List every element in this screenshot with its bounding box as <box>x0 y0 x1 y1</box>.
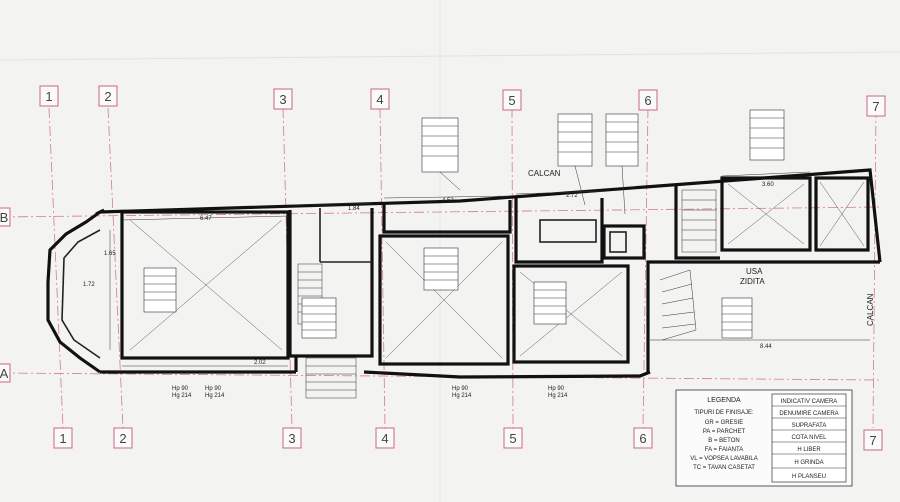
stairs <box>297 189 717 399</box>
legend-finish: TC = TAVAN CASETAT <box>693 465 755 471</box>
opening-hp: Hp 90 <box>172 386 189 392</box>
zidita-label: ZIDITA <box>740 277 765 286</box>
calcan-right-label: CALCAN <box>866 293 875 326</box>
legend-key-item: DENUMIRE CAMERA <box>779 411 838 417</box>
room-tag <box>143 267 177 313</box>
axis-label: 5 <box>508 93 515 108</box>
dim-label: 3.60 <box>762 182 774 188</box>
room-tag <box>749 109 785 161</box>
axis-markers-top: 1 2 3 4 5 6 7 <box>39 85 886 117</box>
axis-label: 6 <box>639 431 646 446</box>
room-tag <box>421 117 459 173</box>
axis-label: 7 <box>872 99 879 114</box>
room-tag <box>557 113 593 167</box>
dim-label: 8.44 <box>760 344 772 350</box>
opening-annotations: Hp 90 Hg 214 Hp 90 Hg 214 Hp 90 Hg 214 H… <box>172 386 568 399</box>
legend-title: LEGENDA <box>707 397 741 404</box>
dim-label: 2.72 <box>566 193 578 199</box>
axis-label: 2 <box>104 89 111 104</box>
legend-key-item: H GRINDA <box>794 460 823 466</box>
axis-label: A <box>0 366 9 381</box>
dimension-lines <box>109 171 870 367</box>
dimension-labels: 6.47 1.84 4.52 2.72 3.60 1.72 1.65 2.02 … <box>83 182 774 366</box>
room-tag <box>533 281 567 325</box>
axis-label: 1 <box>45 89 52 104</box>
axis-label: 3 <box>279 92 286 107</box>
legend-key-item: H LIBER <box>797 447 821 453</box>
usa-label: USA <box>746 267 763 276</box>
calcan-label: CALCAN <box>528 169 561 178</box>
axis-label: 4 <box>381 431 388 446</box>
legend-finish: GR = GRESIE <box>705 420 744 426</box>
legend-finish: VL = VOPSEA LAVABILA <box>690 456 757 462</box>
dim-label: 4.52 <box>442 198 454 204</box>
exterior-walls <box>46 168 882 379</box>
opening-hg: Hg 214 <box>452 393 472 399</box>
legend-key-item: INDICATIV CAMERA <box>781 399 838 405</box>
axis-label: 2 <box>119 431 126 446</box>
legend-key-item: SUPRAFATA <box>792 423 827 429</box>
axis-markers-left: B A <box>0 207 11 383</box>
legend-finish: FA = FAIANTA <box>705 447 743 453</box>
legend-room-key <box>771 393 847 483</box>
legend: LEGENDA TIPURI DE FINISAJE: GR = GRESIE … <box>675 389 853 487</box>
legend-finish: B = BETON <box>708 438 739 444</box>
room-tag <box>721 297 753 339</box>
axis-label: 4 <box>376 92 383 107</box>
dim-label: 1.84 <box>348 206 360 212</box>
dim-label: 1.72 <box>83 282 95 288</box>
axis-markers-bottom: 1 2 3 4 5 6 7 <box>53 427 883 451</box>
room-tag <box>301 297 337 339</box>
opening-hg: Hg 214 <box>548 393 568 399</box>
axis-label: 5 <box>509 431 516 446</box>
room-tag <box>605 113 639 167</box>
opening-hp: Hp 90 <box>452 386 469 392</box>
dim-label: 2.02 <box>254 360 266 366</box>
axis-label: 1 <box>59 431 66 446</box>
room-tag <box>423 247 459 291</box>
axis-label: 6 <box>644 93 651 108</box>
opening-hp: Hp 90 <box>205 386 222 392</box>
opening-hg: Hg 214 <box>172 393 192 399</box>
axis-label: 7 <box>869 433 876 448</box>
dim-label: 6.47 <box>200 216 212 222</box>
opening-hp: Hp 90 <box>548 386 565 392</box>
legend-key-item: H PLANSEU <box>792 474 826 480</box>
opening-hg: Hg 214 <box>205 393 225 399</box>
legend-finish: PA = PARCHET <box>703 429 746 435</box>
paper-edge <box>0 51 900 61</box>
legend-finish-title: TIPURI DE FINISAJE: <box>694 410 754 416</box>
axis-label: 3 <box>288 431 295 446</box>
axis-label: B <box>0 210 8 225</box>
dim-label: 1.65 <box>104 251 116 257</box>
room-tags <box>143 109 785 339</box>
interior-walls <box>120 176 870 366</box>
legend-key-item: COTA NIVEL <box>792 435 828 441</box>
